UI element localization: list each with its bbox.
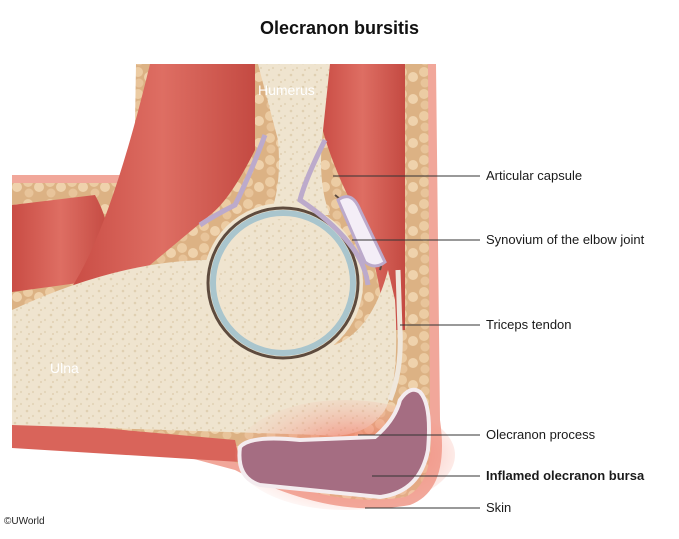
ulna-bone [12, 260, 397, 436]
diagram-title: Olecranon bursitis [259, 18, 420, 38]
inflamed-olecranon-bursa [237, 387, 431, 500]
label-synovium: Synovium of the elbow joint [486, 232, 645, 247]
label-olecranon-process: Olecranon process [486, 427, 596, 442]
brachialis-muscle [70, 64, 255, 290]
humerus-shaft [258, 64, 330, 215]
lower-forearm-muscle [12, 420, 240, 462]
label-inflamed-bursa: Inflamed olecranon bursa [486, 468, 645, 483]
ulna-label: Ulna [50, 360, 79, 376]
copyright: ©UWorld [4, 516, 45, 527]
label-triceps-tendon: Triceps tendon [486, 317, 572, 332]
articular-capsule-line [198, 134, 268, 228]
synovium-pouch [336, 195, 387, 268]
humerus-label: Humerus [258, 82, 315, 98]
label-skin: Skin [486, 500, 512, 515]
label-articular-capsule: Articular capsule [486, 168, 583, 183]
triceps-tendon-line [387, 269, 403, 401]
humerus-head [219, 219, 347, 347]
